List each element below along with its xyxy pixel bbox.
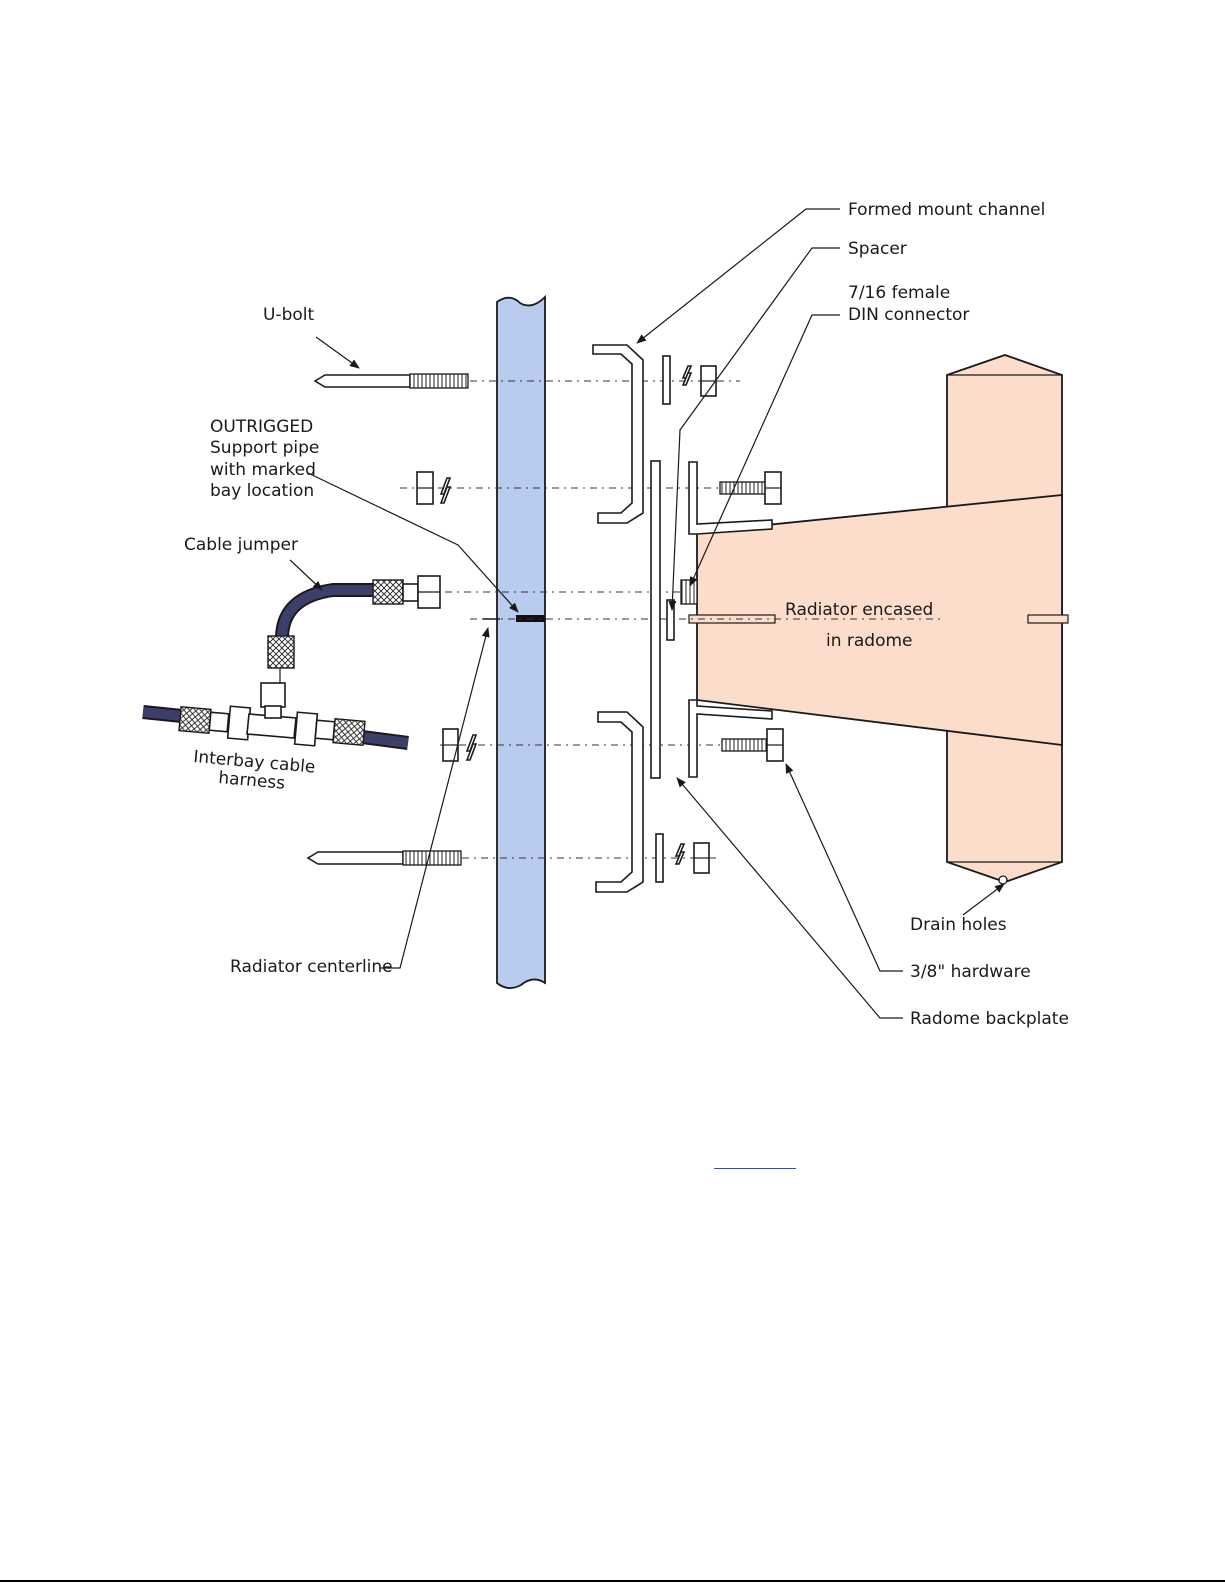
radome-backplate [651,461,660,778]
footer-link[interactable] [714,1152,796,1169]
cable-jumper [268,576,440,683]
label-hardware: 3/8" hardware [910,962,1031,982]
page-bottom-rule [0,1580,1225,1582]
radiator-stub-right [1028,615,1068,623]
u-bolt-upper [315,374,468,388]
label-cable-jumper: Cable jumper [184,535,298,555]
label-drain-holes: Drain holes [910,915,1007,935]
radome-bracket-upper [689,462,772,534]
label-radiator-line2: in radome [826,631,913,651]
hardware-upper-left [417,472,450,504]
label-support-pipe-line1: OUTRIGGED [210,417,313,437]
hardware-lower-right [656,834,709,882]
mount-channel-upper [593,345,643,523]
label-din-connector-line2: DIN connector [848,305,969,325]
u-bolt-lower [308,851,461,865]
mount-channel-lower [596,712,643,892]
label-support-pipe-line2: Support pipe [210,438,319,458]
label-radiator-line1: Radiator encased [785,600,933,620]
label-radome-backplate: Radome backplate [910,1009,1069,1029]
label-u-bolt: U-bolt [263,305,314,325]
interbay-cable-harness [143,683,408,746]
bolt-lower [722,729,783,761]
label-spacer: Spacer [848,239,907,259]
label-support-pipe-line3: with marked [210,460,316,480]
drain-hole [999,876,1007,884]
hardware-upper-right [663,356,716,404]
label-support-pipe-line4: bay location [210,481,314,501]
support-pipe [497,297,545,988]
label-radiator-centerline: Radiator centerline [230,957,393,977]
label-din-connector-line1: 7/16 female [848,283,950,303]
label-formed-mount-channel: Formed mount channel [848,200,1045,220]
spacer [667,600,674,640]
din-connector [681,580,697,604]
